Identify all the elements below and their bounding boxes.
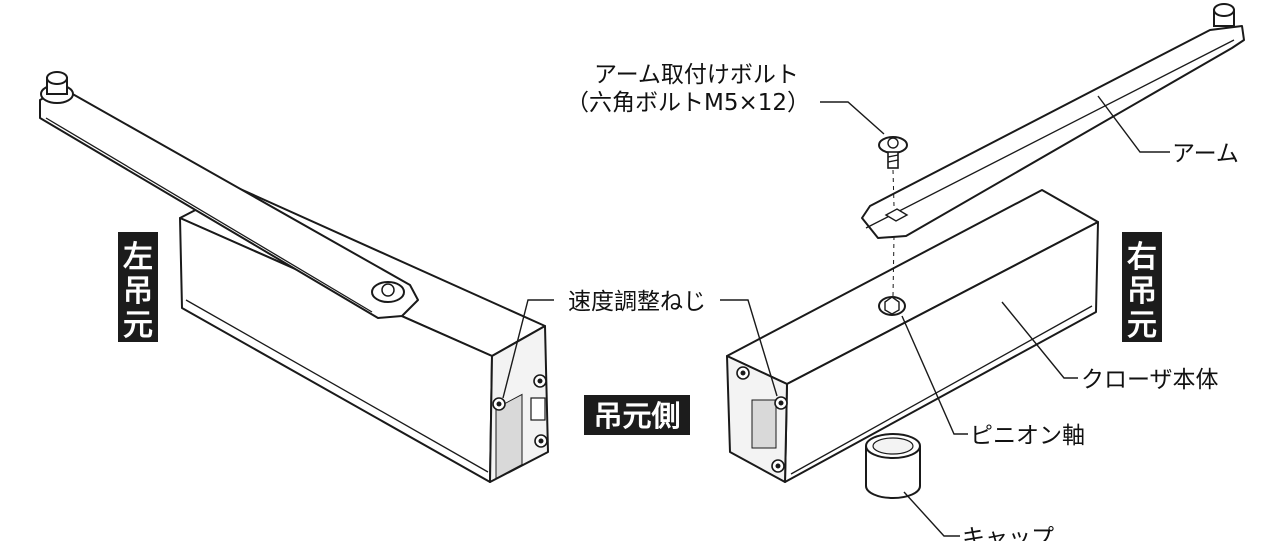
right-closer-assembly: [726, 3, 1245, 499]
left-end-label-plate: [495, 393, 523, 480]
label-arm: アーム: [1172, 141, 1239, 167]
label-closer-body: クローザ本体: [1081, 367, 1219, 393]
label-cap: キャップ: [962, 525, 1054, 541]
cap: [865, 433, 921, 499]
label-arm-bolt: アーム取付けボルト: [594, 62, 799, 88]
leader-cap: [903, 491, 960, 537]
arm-mounting-bolt: [878, 136, 908, 169]
leader-closer-body: [1001, 301, 1078, 379]
badge-left-hinge: 左 吊 元: [118, 232, 158, 343]
assembly-axis-lower: [892, 235, 895, 297]
svg-text:吊元側: 吊元側: [593, 399, 680, 433]
label-speed-adjust-screw: 速度調整ねじ: [568, 289, 706, 315]
svg-text:右: 右: [1127, 240, 1157, 275]
leader-arm-bolt: [820, 101, 885, 135]
leader-speed-screw-right: [720, 299, 778, 397]
assembly-axis-upper: [892, 169, 895, 207]
left-arm: [39, 87, 419, 319]
svg-text:元: 元: [1127, 308, 1157, 343]
badge-hinge-side: 吊元側: [584, 395, 690, 435]
left-closer-assembly: [39, 71, 549, 483]
svg-text:吊: 吊: [123, 274, 153, 309]
left-arm-pivot-post: [46, 71, 68, 85]
leader-pinion-shaft: [901, 315, 968, 435]
svg-text:元: 元: [123, 308, 153, 343]
right-arm-pivot-post: [1213, 3, 1235, 17]
svg-text:左: 左: [123, 240, 153, 275]
label-pinion-shaft: ピニオン軸: [970, 423, 1085, 449]
leader-arm: [1097, 95, 1170, 153]
badge-right-hinge: 右 吊 元: [1122, 232, 1162, 343]
leader-speed-screw-left: [502, 299, 554, 399]
right-end-label-plate: [751, 399, 777, 449]
label-arm-bolt-spec: （六角ボルトM5×12）: [566, 90, 810, 116]
svg-text:吊: 吊: [1127, 274, 1157, 309]
